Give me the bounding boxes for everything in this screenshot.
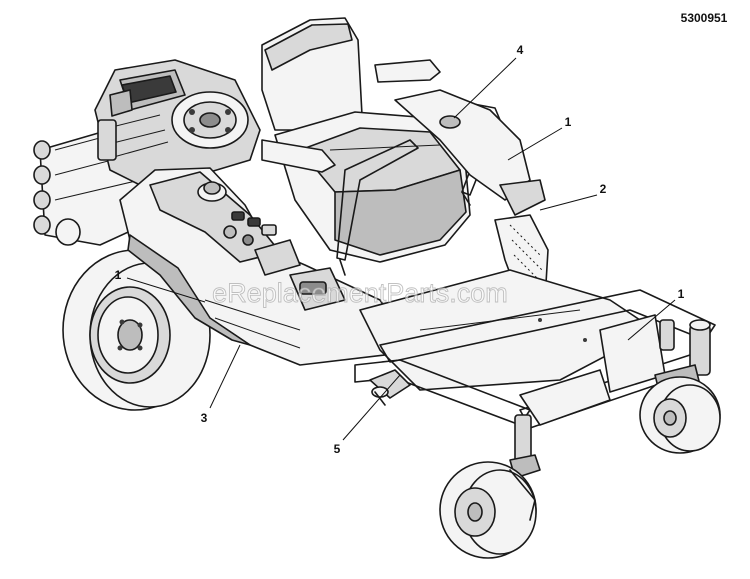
- steering-levers: [336, 99, 501, 276]
- main-frame: [354, 269, 716, 429]
- callout-4: 4: [517, 43, 524, 57]
- callout-3: 3: [201, 411, 208, 425]
- callout-top-1: 1: [565, 115, 572, 129]
- hitch: [369, 369, 411, 406]
- engine: [94, 59, 261, 186]
- armrests: [261, 59, 441, 173]
- right-fender: [394, 89, 546, 216]
- watermark: eReplacementParts.com: [212, 278, 508, 308]
- callout-left-1: 1: [115, 268, 122, 282]
- callout-2: 2: [600, 182, 607, 196]
- front-right-caster: [639, 319, 721, 454]
- front-left-caster: [439, 414, 541, 559]
- seat: [261, 17, 471, 263]
- callout-right-1: 1: [678, 287, 685, 301]
- document-number: 5300951: [681, 11, 728, 25]
- left-fender-console: [119, 167, 401, 366]
- callout-5: 5: [334, 442, 341, 456]
- leader-lines: [126, 57, 676, 441]
